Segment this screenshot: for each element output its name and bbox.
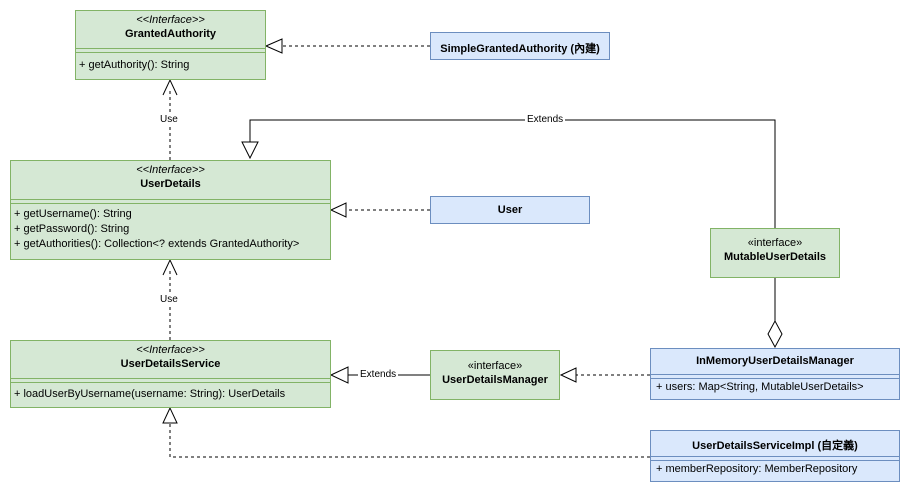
divider xyxy=(11,378,330,383)
member-list: + memberRepository: MemberRepository xyxy=(656,462,897,477)
edge-mutable-extends-userdetails xyxy=(249,119,776,228)
class-name: MutableUserDetails xyxy=(723,251,827,263)
class-name: UserDetailsService xyxy=(120,358,221,370)
user-details-service-header: <<Interface>> UserDetailsService xyxy=(11,341,330,371)
member-list: + users: Map<String, MutableUserDetails> xyxy=(656,380,897,395)
arrowhead-granted-realization xyxy=(264,38,283,54)
member-get-authority: + getAuthority(): String xyxy=(79,59,190,71)
class-name: SimpleGrantedAuthority (內建) xyxy=(440,43,600,55)
class-name: InMemoryUserDetailsManager xyxy=(696,355,854,367)
user-class[interactable]: User xyxy=(430,196,590,224)
arrowhead-manager-realization xyxy=(559,367,577,383)
user-details-header: <<Interface>> UserDetails xyxy=(11,161,330,191)
class-name: User xyxy=(497,204,523,216)
member-get-username: + getUsername(): String xyxy=(14,208,132,220)
edge-label-use-top: Use xyxy=(158,114,180,126)
user-details-service-impl-class[interactable]: UserDetailsServiceImpl (自定義) + memberRep… xyxy=(650,430,900,482)
mutable-user-details-interface[interactable]: «interface» MutableUserDetails xyxy=(710,228,840,278)
edge-impl-to-service xyxy=(169,423,650,458)
class-name: UserDetailsServiceImpl (自定義) xyxy=(692,440,858,452)
granted-authority-header: <<Interface>> GrantedAuthority xyxy=(76,11,265,41)
member-load-user: + loadUserByUsername(username: String): … xyxy=(14,388,286,400)
stereotype-label: <<Interface>> xyxy=(136,344,205,356)
arrowhead-userdetails-realization xyxy=(329,202,347,218)
arrowhead-service-extends xyxy=(329,366,349,384)
divider xyxy=(11,199,330,204)
user-details-manager-header: «interface» UserDetailsManager xyxy=(431,359,559,387)
in-memory-user-details-manager-class[interactable]: InMemoryUserDetailsManager + users: Map<… xyxy=(650,348,900,400)
member-get-authorities: + getAuthorities(): Collection<? extends… xyxy=(14,238,300,250)
member-list: + getUsername(): String + getPassword():… xyxy=(14,207,328,252)
divider xyxy=(651,374,899,379)
arrowhead-service-realization xyxy=(162,406,178,424)
aggregation-diamond xyxy=(767,319,783,349)
mutable-user-details-header: «interface» MutableUserDetails xyxy=(711,236,839,264)
arrowhead-userdetails-extends xyxy=(241,141,259,160)
class-name: UserDetailsManager xyxy=(442,374,548,386)
divider xyxy=(651,456,899,461)
class-name: UserDetails xyxy=(140,178,201,190)
stereotype-label: «interface» xyxy=(467,360,523,372)
edge-label-use-bottom: Use xyxy=(158,294,180,306)
stereotype-label: <<Interface>> xyxy=(136,164,205,176)
class-name: GrantedAuthority xyxy=(124,28,217,40)
member-users: + users: Map<String, MutableUserDetails> xyxy=(656,381,864,393)
simple-granted-authority-class[interactable]: SimpleGrantedAuthority (內建) xyxy=(430,32,610,60)
user-details-service-interface[interactable]: <<Interface>> UserDetailsService + loadU… xyxy=(10,340,331,408)
edge-label-extends-top: Extends xyxy=(525,114,566,126)
divider xyxy=(76,48,265,53)
arrowhead-userdetails-use xyxy=(162,258,178,276)
member-get-password: + getPassword(): String xyxy=(14,223,130,235)
member-list: + loadUserByUsername(username: String): … xyxy=(14,387,328,402)
granted-authority-interface[interactable]: <<Interface>> GrantedAuthority + getAuth… xyxy=(75,10,266,80)
stereotype-label: «interface» xyxy=(747,237,803,249)
edge-label-extends-mid: Extends xyxy=(358,369,399,381)
member-list: + getAuthority(): String xyxy=(79,58,263,73)
stereotype-label: <<Interface>> xyxy=(136,14,205,26)
arrowhead-granted-use xyxy=(162,78,178,96)
user-details-manager-interface[interactable]: «interface» UserDetailsManager xyxy=(430,350,560,400)
member-repository: + memberRepository: MemberRepository xyxy=(656,463,858,475)
user-details-interface[interactable]: <<Interface>> UserDetails + getUsername(… xyxy=(10,160,331,260)
